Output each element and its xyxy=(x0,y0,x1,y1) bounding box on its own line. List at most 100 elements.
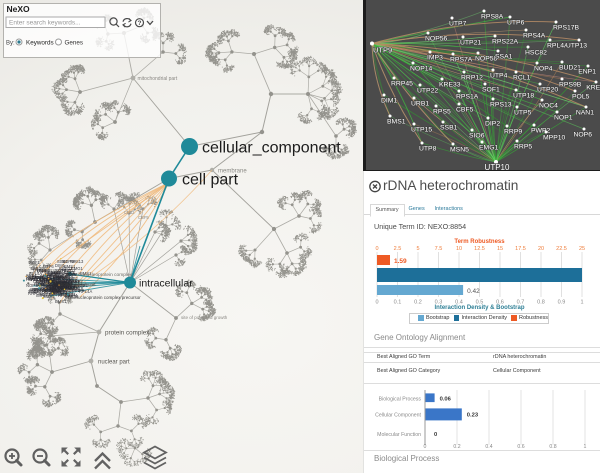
svg-text:RPS13: RPS13 xyxy=(49,292,63,297)
svg-text:EMG1: EMG1 xyxy=(39,276,52,281)
svg-text:RRP9: RRP9 xyxy=(50,286,62,291)
svg-text:KRE33: KRE33 xyxy=(59,281,73,286)
svg-text:NeXO: NeXO xyxy=(7,4,31,14)
svg-text:RPS13: RPS13 xyxy=(45,270,59,275)
svg-text:EMG1: EMG1 xyxy=(53,281,66,286)
svg-text:cell part: cell part xyxy=(182,172,239,189)
svg-text:RPL4A: RPL4A xyxy=(62,283,75,288)
svg-text:UTP6: UTP6 xyxy=(59,292,70,297)
svg-text:mitochondrial part: mitochondrial part xyxy=(138,76,178,82)
svg-text:BMS1: BMS1 xyxy=(46,272,58,277)
svg-text:RPS1A: RPS1A xyxy=(46,268,61,273)
svg-text:membrane: membrane xyxy=(218,169,247,175)
svg-text:protein complex: protein complex xyxy=(105,330,150,337)
svg-text:BMS1: BMS1 xyxy=(61,286,73,291)
svg-text:BMS1: BMS1 xyxy=(61,280,73,285)
svg-text:0.4: 0.4 xyxy=(485,444,492,450)
svg-text:NOP4: NOP4 xyxy=(26,283,38,288)
svg-text:RRP5: RRP5 xyxy=(514,144,532,151)
svg-text:PWP2: PWP2 xyxy=(43,274,56,279)
svg-text:22.5: 22.5 xyxy=(556,246,567,252)
svg-text:PWP2: PWP2 xyxy=(531,128,550,135)
svg-text:IMP3: IMP3 xyxy=(29,288,39,293)
svg-text:intracellular: intracellular xyxy=(139,278,193,290)
svg-text:1: 1 xyxy=(584,444,587,450)
svg-text:NOP56: NOP56 xyxy=(36,280,50,285)
svg-text:PWP2: PWP2 xyxy=(37,269,50,274)
svg-text:SOF1: SOF1 xyxy=(33,275,45,280)
svg-text:NOP6: NOP6 xyxy=(573,132,592,139)
svg-text:NOP56: NOP56 xyxy=(53,276,67,281)
svg-text:UTP9: UTP9 xyxy=(373,46,392,55)
svg-text:SSB1: SSB1 xyxy=(26,273,37,278)
svg-text:UTP6: UTP6 xyxy=(43,264,54,269)
svg-text:UTP8: UTP8 xyxy=(419,146,437,153)
svg-text:RPL4A: RPL4A xyxy=(33,290,46,295)
svg-text:NOC4: NOC4 xyxy=(50,287,62,292)
svg-text:RPS1A: RPS1A xyxy=(53,283,67,288)
svg-text:RPS13: RPS13 xyxy=(490,102,512,109)
svg-text:IMP3: IMP3 xyxy=(52,290,62,295)
svg-text:SSB1: SSB1 xyxy=(48,282,59,287)
svg-text:SSB1: SSB1 xyxy=(40,292,51,297)
svg-text:RRP9: RRP9 xyxy=(60,278,72,283)
svg-text:RCL1: RCL1 xyxy=(513,75,531,82)
svg-text:NOP56: NOP56 xyxy=(28,275,42,280)
svg-text:RPS1A: RPS1A xyxy=(41,282,55,287)
svg-text:By:: By: xyxy=(6,41,15,47)
svg-text:SSB1: SSB1 xyxy=(61,282,72,287)
svg-text:PWP2: PWP2 xyxy=(71,279,84,284)
svg-text:SSB1: SSB1 xyxy=(440,125,458,132)
svg-text:NOC4: NOC4 xyxy=(53,287,65,292)
svg-text:UTP22: UTP22 xyxy=(49,275,63,280)
svg-text:BMS1: BMS1 xyxy=(387,119,406,126)
svg-text:KRE33: KRE33 xyxy=(60,290,74,295)
svg-text:RPL4A: RPL4A xyxy=(31,277,44,282)
svg-text:UTP20: UTP20 xyxy=(537,87,558,94)
svg-text:EMG1: EMG1 xyxy=(32,275,45,280)
svg-text:PWP2: PWP2 xyxy=(66,285,79,290)
svg-text:UTP6: UTP6 xyxy=(55,283,66,288)
svg-text:0.1: 0.1 xyxy=(394,300,402,306)
svg-text:0: 0 xyxy=(424,444,427,450)
svg-text:NOP56: NOP56 xyxy=(62,259,76,264)
svg-text:UTP18: UTP18 xyxy=(57,282,71,287)
svg-text:cellular_component: cellular_component xyxy=(202,140,341,157)
svg-text:NOP56: NOP56 xyxy=(61,279,75,284)
svg-text:UTP6: UTP6 xyxy=(56,284,67,289)
svg-text:KRE33: KRE33 xyxy=(54,285,68,290)
svg-text:ribosomal subunit: ribosomal subunit xyxy=(58,282,96,288)
svg-text:BCL5: BCL5 xyxy=(125,197,136,202)
svg-text:NAN1: NAN1 xyxy=(576,110,594,117)
svg-text:0.8: 0.8 xyxy=(549,444,556,450)
svg-text:12.5: 12.5 xyxy=(474,246,485,252)
svg-text:EMG1: EMG1 xyxy=(479,145,498,152)
svg-text:BMS1: BMS1 xyxy=(80,271,92,276)
svg-text:UTP18: UTP18 xyxy=(60,275,74,280)
svg-text:PWP2: PWP2 xyxy=(51,286,64,291)
svg-text:SOF1: SOF1 xyxy=(35,279,47,284)
svg-text:HSC82: HSC82 xyxy=(525,50,547,57)
svg-text:UTP22: UTP22 xyxy=(57,283,71,288)
svg-text:0: 0 xyxy=(375,246,378,252)
svg-text:Enter search keywords...: Enter search keywords... xyxy=(9,20,81,27)
svg-text:0.8: 0.8 xyxy=(537,300,545,306)
svg-text:RPS1A: RPS1A xyxy=(49,288,63,293)
svg-text:SOF1: SOF1 xyxy=(482,87,500,94)
svg-text:NOP1: NOP1 xyxy=(554,115,573,122)
svg-text:RPL4A: RPL4A xyxy=(29,271,42,276)
svg-text:DIM1: DIM1 xyxy=(56,288,67,293)
svg-text:RPL4A: RPL4A xyxy=(547,43,569,50)
svg-text:NOP4: NOP4 xyxy=(55,268,67,273)
svg-text:Biological Process: Biological Process xyxy=(379,397,422,403)
svg-text:SSB1: SSB1 xyxy=(49,273,60,278)
svg-text:NOP4: NOP4 xyxy=(68,285,80,290)
svg-text:NOP4: NOP4 xyxy=(49,288,61,293)
svg-text:CBF5: CBF5 xyxy=(138,215,149,220)
svg-text:IMP3: IMP3 xyxy=(31,266,41,271)
svg-text:NOP4: NOP4 xyxy=(62,287,74,292)
svg-text:PWP2: PWP2 xyxy=(26,277,39,282)
svg-text:SSB1: SSB1 xyxy=(57,259,68,264)
svg-text:RPS9B: RPS9B xyxy=(559,82,582,89)
svg-text:MSN5: MSN5 xyxy=(450,147,469,154)
